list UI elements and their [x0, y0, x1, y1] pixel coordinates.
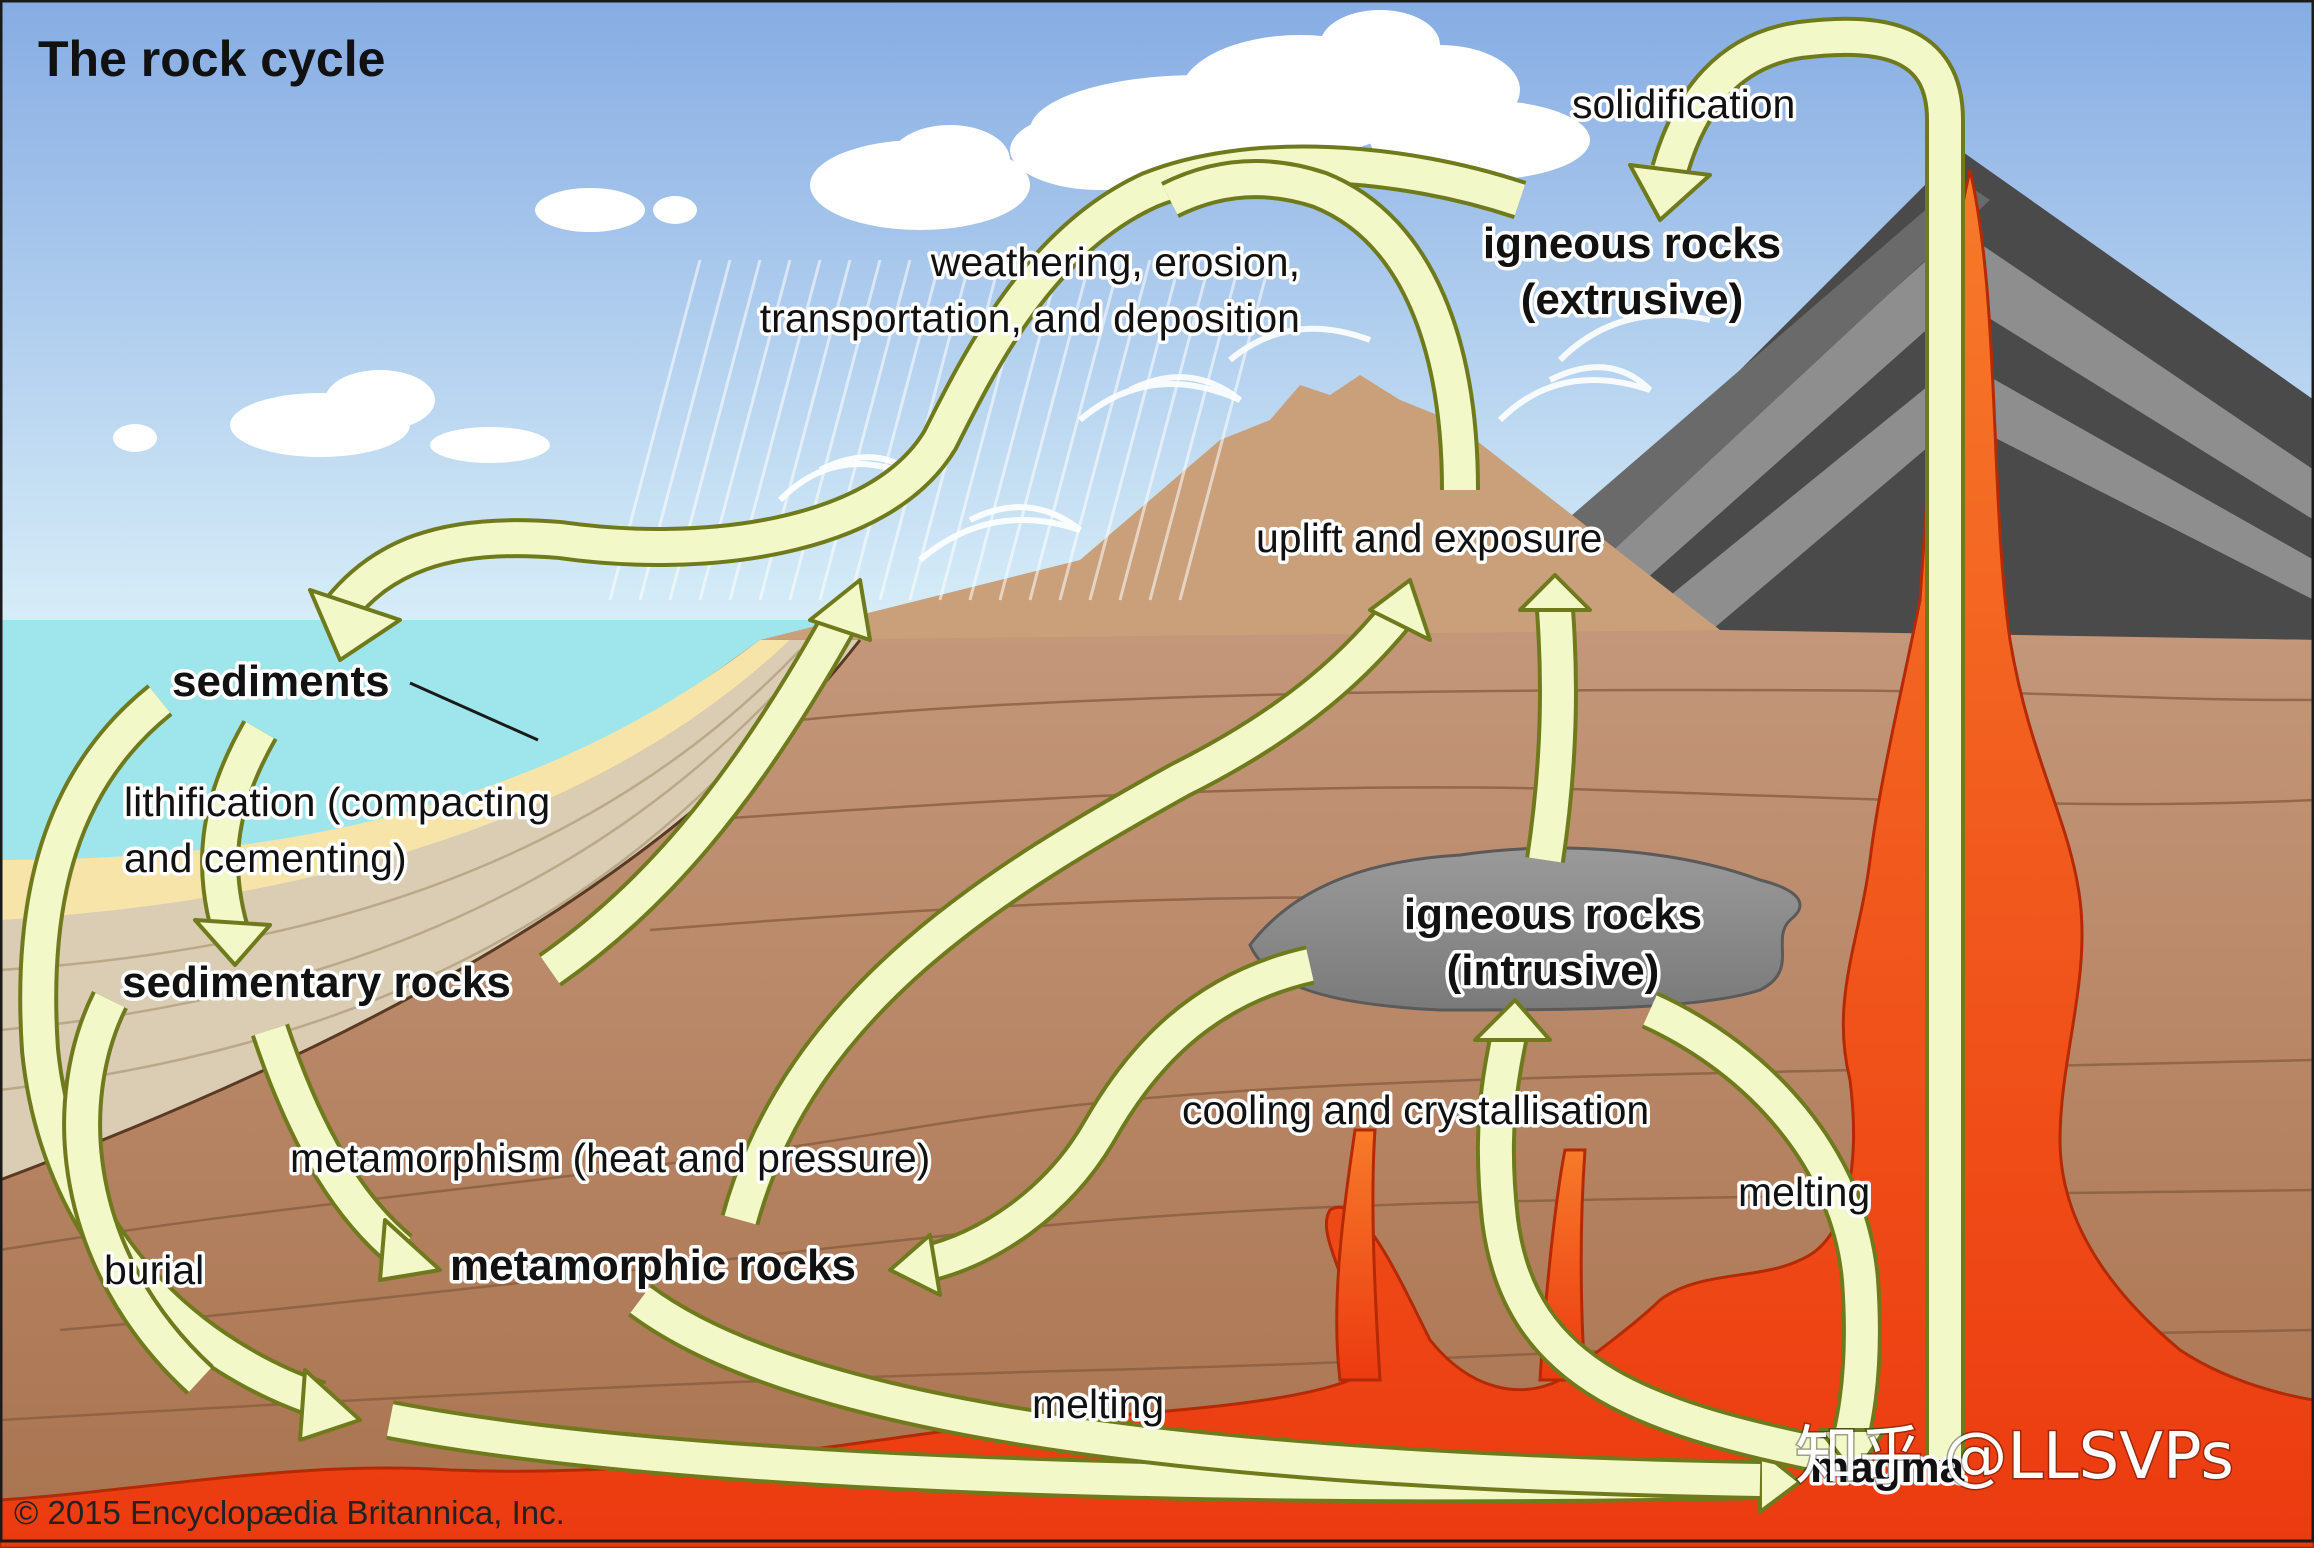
- label-melting-bottom: melting: [1032, 1381, 1164, 1427]
- arrowhead-solidification: [1628, 163, 1712, 222]
- volcano: [1480, 150, 2314, 640]
- arrowhead-meta-uplift: [1368, 578, 1432, 642]
- arrowhead-melting-right: [1818, 1428, 1887, 1477]
- label-lithification-line2: and cementing): [124, 835, 407, 881]
- label-igneous-extrusive-line2: (extrusive): [1521, 275, 1744, 324]
- sand: [0, 640, 790, 920]
- arrowhead-cooling: [1473, 998, 1552, 1042]
- magma: [0, 169, 2314, 1548]
- arrowhead-metamorphism: [378, 1218, 442, 1282]
- label-solidification: solidification: [1572, 81, 1795, 127]
- arrowhead-sed-uplift: [808, 578, 872, 642]
- label-metamorphic-rocks: metamorphic rocks: [450, 1241, 856, 1290]
- cycle-arrows: [18, 16, 1965, 1514]
- arrowhead-bottom: [1758, 1448, 1802, 1514]
- intrusion: [1248, 846, 1802, 1012]
- arrowhead-weathering: [308, 588, 402, 662]
- sediments-pointer: [409, 681, 539, 742]
- label-weathering-line2: transportation, and deposition: [760, 295, 1300, 341]
- arrowhead-burial: [298, 1368, 362, 1442]
- label-igneous-intrusive-line1: igneous rocks: [1404, 890, 1702, 939]
- label-sediments: sediments: [172, 657, 390, 706]
- diagram-title: The rock cycle: [38, 31, 385, 87]
- arrowhead-lithification: [193, 918, 272, 967]
- watermark: 知乎 @LLSVPs: [1795, 1420, 2234, 1494]
- sediment-layers: [0, 640, 860, 1180]
- copyright-notice: © 2015 Encyclopædia Britannica, Inc.: [14, 1494, 565, 1531]
- label-lithification-line1: lithification (compacting: [124, 779, 550, 825]
- arrowhead-to-metamorphic: [888, 1233, 942, 1297]
- label-metamorphism: metamorphism (heat and pressure): [290, 1135, 930, 1181]
- label-igneous-extrusive-line1: igneous rocks: [1483, 219, 1781, 268]
- label-cooling: cooling and crystallisation: [1182, 1087, 1649, 1133]
- mountain: [760, 375, 1720, 660]
- label-burial: burial: [104, 1247, 204, 1293]
- arrowhead-intrusive-uplift: [1518, 573, 1592, 612]
- label-weathering-line1: weathering, erosion,: [930, 239, 1300, 285]
- label-igneous-intrusive-line2: (intrusive): [1447, 946, 1660, 995]
- label-sedimentary-rocks: sedimentary rocks: [122, 958, 511, 1007]
- label-magma: magma: [1810, 1443, 1965, 1492]
- label-uplift: uplift and exposure: [1256, 515, 1602, 561]
- label-melting-right: melting: [1738, 1169, 1870, 1215]
